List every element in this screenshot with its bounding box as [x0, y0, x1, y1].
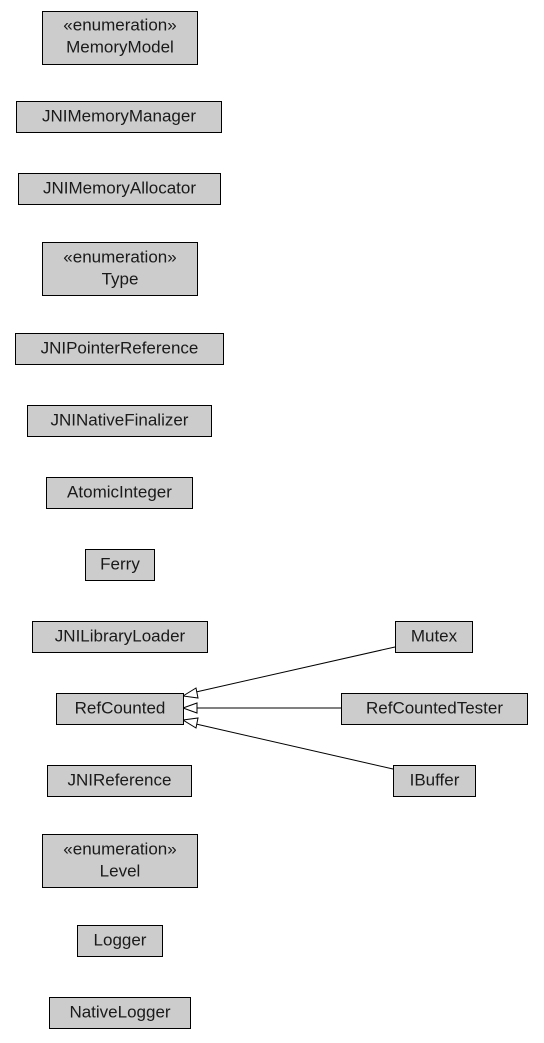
- node-mutex-label: Mutex: [411, 627, 458, 646]
- node-type-label: Type: [102, 270, 139, 289]
- node-nativelogger-label: NativeLogger: [69, 1003, 170, 1022]
- node-refcounted-label: RefCounted: [75, 699, 166, 718]
- node-jnireference[interactable]: JNIReference: [47, 765, 192, 797]
- node-refcountedtester[interactable]: RefCountedTester: [341, 693, 528, 725]
- node-jnilibraryloader-label: JNILibraryLoader: [55, 627, 186, 646]
- node-jninativefinalizer-label: JNINativeFinalizer: [51, 411, 189, 430]
- node-level[interactable]: «enumeration» Level: [42, 834, 198, 888]
- node-jnimemoryallocator-label: JNIMemoryAllocator: [43, 179, 196, 198]
- node-jnimemorymanager-label: JNIMemoryManager: [42, 107, 196, 126]
- node-ferry[interactable]: Ferry: [85, 549, 155, 581]
- node-jninativefinalizer[interactable]: JNINativeFinalizer: [27, 405, 212, 437]
- node-type[interactable]: «enumeration» Type: [42, 242, 198, 296]
- node-mutex[interactable]: Mutex: [395, 621, 473, 653]
- node-jnilibraryloader[interactable]: JNILibraryLoader: [32, 621, 208, 653]
- edge-ibuffer-to-refcounted: [181, 717, 394, 770]
- node-refcountedtester-label: RefCountedTester: [366, 699, 503, 718]
- edge-refcountedtester-to-refcounted: [181, 702, 341, 714]
- edge-mutex-to-refcounted: [181, 646, 396, 699]
- node-jnimemorymanager[interactable]: JNIMemoryManager: [16, 101, 222, 133]
- node-level-label: Level: [100, 862, 141, 881]
- inheritance-edges: [181, 646, 396, 770]
- node-jnipointerreference[interactable]: JNIPointerReference: [15, 333, 224, 365]
- node-logger[interactable]: Logger: [77, 925, 163, 957]
- node-type-stereotype: «enumeration»: [63, 248, 176, 267]
- node-refcounted[interactable]: RefCounted: [56, 693, 184, 725]
- node-logger-label: Logger: [94, 931, 147, 950]
- node-jnimemoryallocator[interactable]: JNIMemoryAllocator: [18, 173, 221, 205]
- node-ferry-label: Ferry: [100, 555, 140, 574]
- node-memorymodel-stereotype: «enumeration»: [63, 16, 176, 35]
- node-jnipointerreference-label: JNIPointerReference: [41, 339, 199, 358]
- node-atomicinteger-label: AtomicInteger: [67, 483, 172, 502]
- node-ibuffer[interactable]: IBuffer: [393, 765, 476, 797]
- node-jnireference-label: JNIReference: [68, 771, 172, 790]
- node-level-stereotype: «enumeration»: [63, 840, 176, 859]
- node-memorymodel-label: MemoryModel: [66, 38, 174, 57]
- node-nativelogger[interactable]: NativeLogger: [49, 997, 191, 1029]
- node-atomicinteger[interactable]: AtomicInteger: [46, 477, 193, 509]
- node-ibuffer-label: IBuffer: [410, 771, 460, 790]
- node-memorymodel[interactable]: «enumeration» MemoryModel: [42, 11, 198, 65]
